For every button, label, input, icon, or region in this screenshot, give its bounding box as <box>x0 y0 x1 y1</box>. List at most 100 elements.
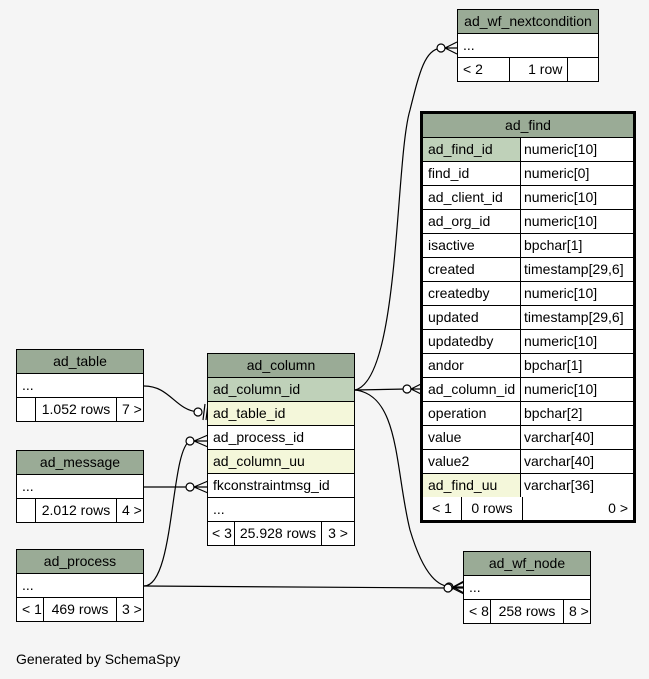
column-type: bpchar[1] <box>520 234 633 257</box>
column-name: ad_column_id <box>213 381 301 397</box>
table-ad-table[interactable]: ad_table ... 1.052 rows 7 > <box>16 349 144 422</box>
column-name: created <box>428 261 475 277</box>
ellipsis: ... <box>469 579 481 595</box>
column-name: ad_find_uu <box>423 474 520 497</box>
generated-by-footer: Generated by SchemaSpy <box>16 651 181 667</box>
edge-ad-wf-nextcondition-to-ad-column <box>354 47 442 391</box>
edge-end-circle <box>436 43 446 53</box>
row-count: 2.012 rows <box>35 499 116 522</box>
stats-row: < 8 258 rows 8 > <box>464 600 590 623</box>
column-row: value varchar[40] <box>423 426 633 450</box>
ellipsis-row: ... <box>464 576 590 600</box>
children-count: 8 > <box>563 600 590 623</box>
edge-ad-wf-node-to-ad-column <box>354 389 450 588</box>
table-title: ad_find <box>423 114 633 138</box>
ellipsis: ... <box>22 377 34 393</box>
column-name: ad_client_id <box>428 189 503 205</box>
column-type: numeric[10] <box>520 282 633 305</box>
column-type: numeric[10] <box>520 330 633 353</box>
ellipsis-row: ... <box>458 34 598 58</box>
column-row: andor bpchar[1] <box>423 354 633 378</box>
column-type: timestamp[29,6] <box>520 258 633 281</box>
column-name: ad_process_id <box>213 429 305 445</box>
children-count: 3 > <box>321 522 354 545</box>
table-ad-wf-nextcondition[interactable]: ad_wf_nextcondition ... < 2 1 row <box>457 9 599 82</box>
column-type: numeric[0] <box>520 162 633 185</box>
column-type: bpchar[2] <box>520 402 633 425</box>
row-count: 1.052 rows <box>35 398 116 421</box>
column-row-fk: ad_column_uu <box>208 450 354 474</box>
row-count: 0 rows <box>461 497 522 520</box>
stats-row: 2.012 rows 4 > <box>17 499 143 522</box>
children-count: 4 > <box>116 499 143 522</box>
ellipsis: ... <box>463 37 475 53</box>
edge-ad-wf-node-to-ad-process <box>143 585 449 589</box>
column-name: fkconstraintmsg_id <box>213 477 330 493</box>
crow-foot <box>193 434 209 448</box>
table-title: ad_process <box>17 550 143 574</box>
column-type: bpchar[1] <box>520 354 633 377</box>
stats-row: < 2 1 row <box>458 58 598 81</box>
column-type: varchar[40] <box>520 426 633 449</box>
edge-ad-column-to-ad-table <box>143 385 199 413</box>
crow-foot <box>444 41 458 55</box>
parents-count: < 1 <box>432 500 452 516</box>
column-row: updatedby numeric[10] <box>423 330 633 354</box>
column-type: varchar[36] <box>520 474 633 497</box>
table-title: ad_wf_nextcondition <box>458 10 598 34</box>
column-type: varchar[40] <box>520 450 633 473</box>
parents-count <box>17 398 35 421</box>
edge-ad-column-to-ad-process <box>143 440 191 587</box>
column-name: ad_column_uu <box>213 453 305 469</box>
column-name: value2 <box>428 453 470 469</box>
children-count: 3 > <box>116 598 143 621</box>
edge-end-circle <box>443 583 453 593</box>
ellipsis: ... <box>22 577 34 593</box>
edge-end-circle <box>185 482 195 492</box>
column-name: updatedby <box>428 333 494 349</box>
edge-end-circle <box>185 436 195 446</box>
parents-count: < 1 <box>22 601 42 617</box>
column-name: isactive <box>428 237 475 253</box>
ellipsis: ... <box>22 478 34 494</box>
column-name: value <box>428 429 462 445</box>
column-row-fk: ad_table_id <box>208 402 354 426</box>
row-count: 25.928 rows <box>234 522 321 545</box>
table-ad-message[interactable]: ad_message ... 2.012 rows 4 > <box>16 450 144 523</box>
column-row: ad_process_id <box>208 426 354 450</box>
column-row: created timestamp[29,6] <box>423 258 633 282</box>
column-row: fkconstraintmsg_id <box>208 474 354 498</box>
column-row: updated timestamp[29,6] <box>423 306 633 330</box>
stats-row: < 1 469 rows 3 > <box>17 598 143 621</box>
column-type: numeric[10] <box>520 138 633 161</box>
column-type: timestamp[29,6] <box>520 306 633 329</box>
row-count: 1 row <box>509 58 567 81</box>
column-name: ad_find_id <box>423 138 520 161</box>
table-title: ad_wf_node <box>464 552 590 576</box>
column-name: operation <box>428 405 487 421</box>
row-count: 258 rows <box>490 600 563 623</box>
parents-count: < 2 <box>463 61 483 77</box>
ellipsis: ... <box>213 501 225 517</box>
table-title: ad_column <box>208 354 354 378</box>
column-type: numeric[10] <box>520 378 633 401</box>
table-ad-wf-node[interactable]: ad_wf_node ... < 8 258 rows 8 > <box>463 551 591 624</box>
column-row-pk: ad_column_id <box>208 378 354 402</box>
column-name: updated <box>428 309 479 325</box>
table-ad-column[interactable]: ad_column ad_column_id ad_table_id ad_pr… <box>207 353 355 546</box>
stats-row: 1.052 rows 7 > <box>17 398 143 421</box>
table-ad-process[interactable]: ad_process ... < 1 469 rows 3 > <box>16 549 144 622</box>
column-type: numeric[10] <box>520 210 633 233</box>
column-name: andor <box>428 357 464 373</box>
column-name: ad_table_id <box>213 405 286 421</box>
edge-ad-find-to-ad-column <box>354 388 408 391</box>
column-type: numeric[10] <box>520 186 633 209</box>
row-count: 469 rows <box>43 598 116 621</box>
parents-count <box>17 499 35 522</box>
